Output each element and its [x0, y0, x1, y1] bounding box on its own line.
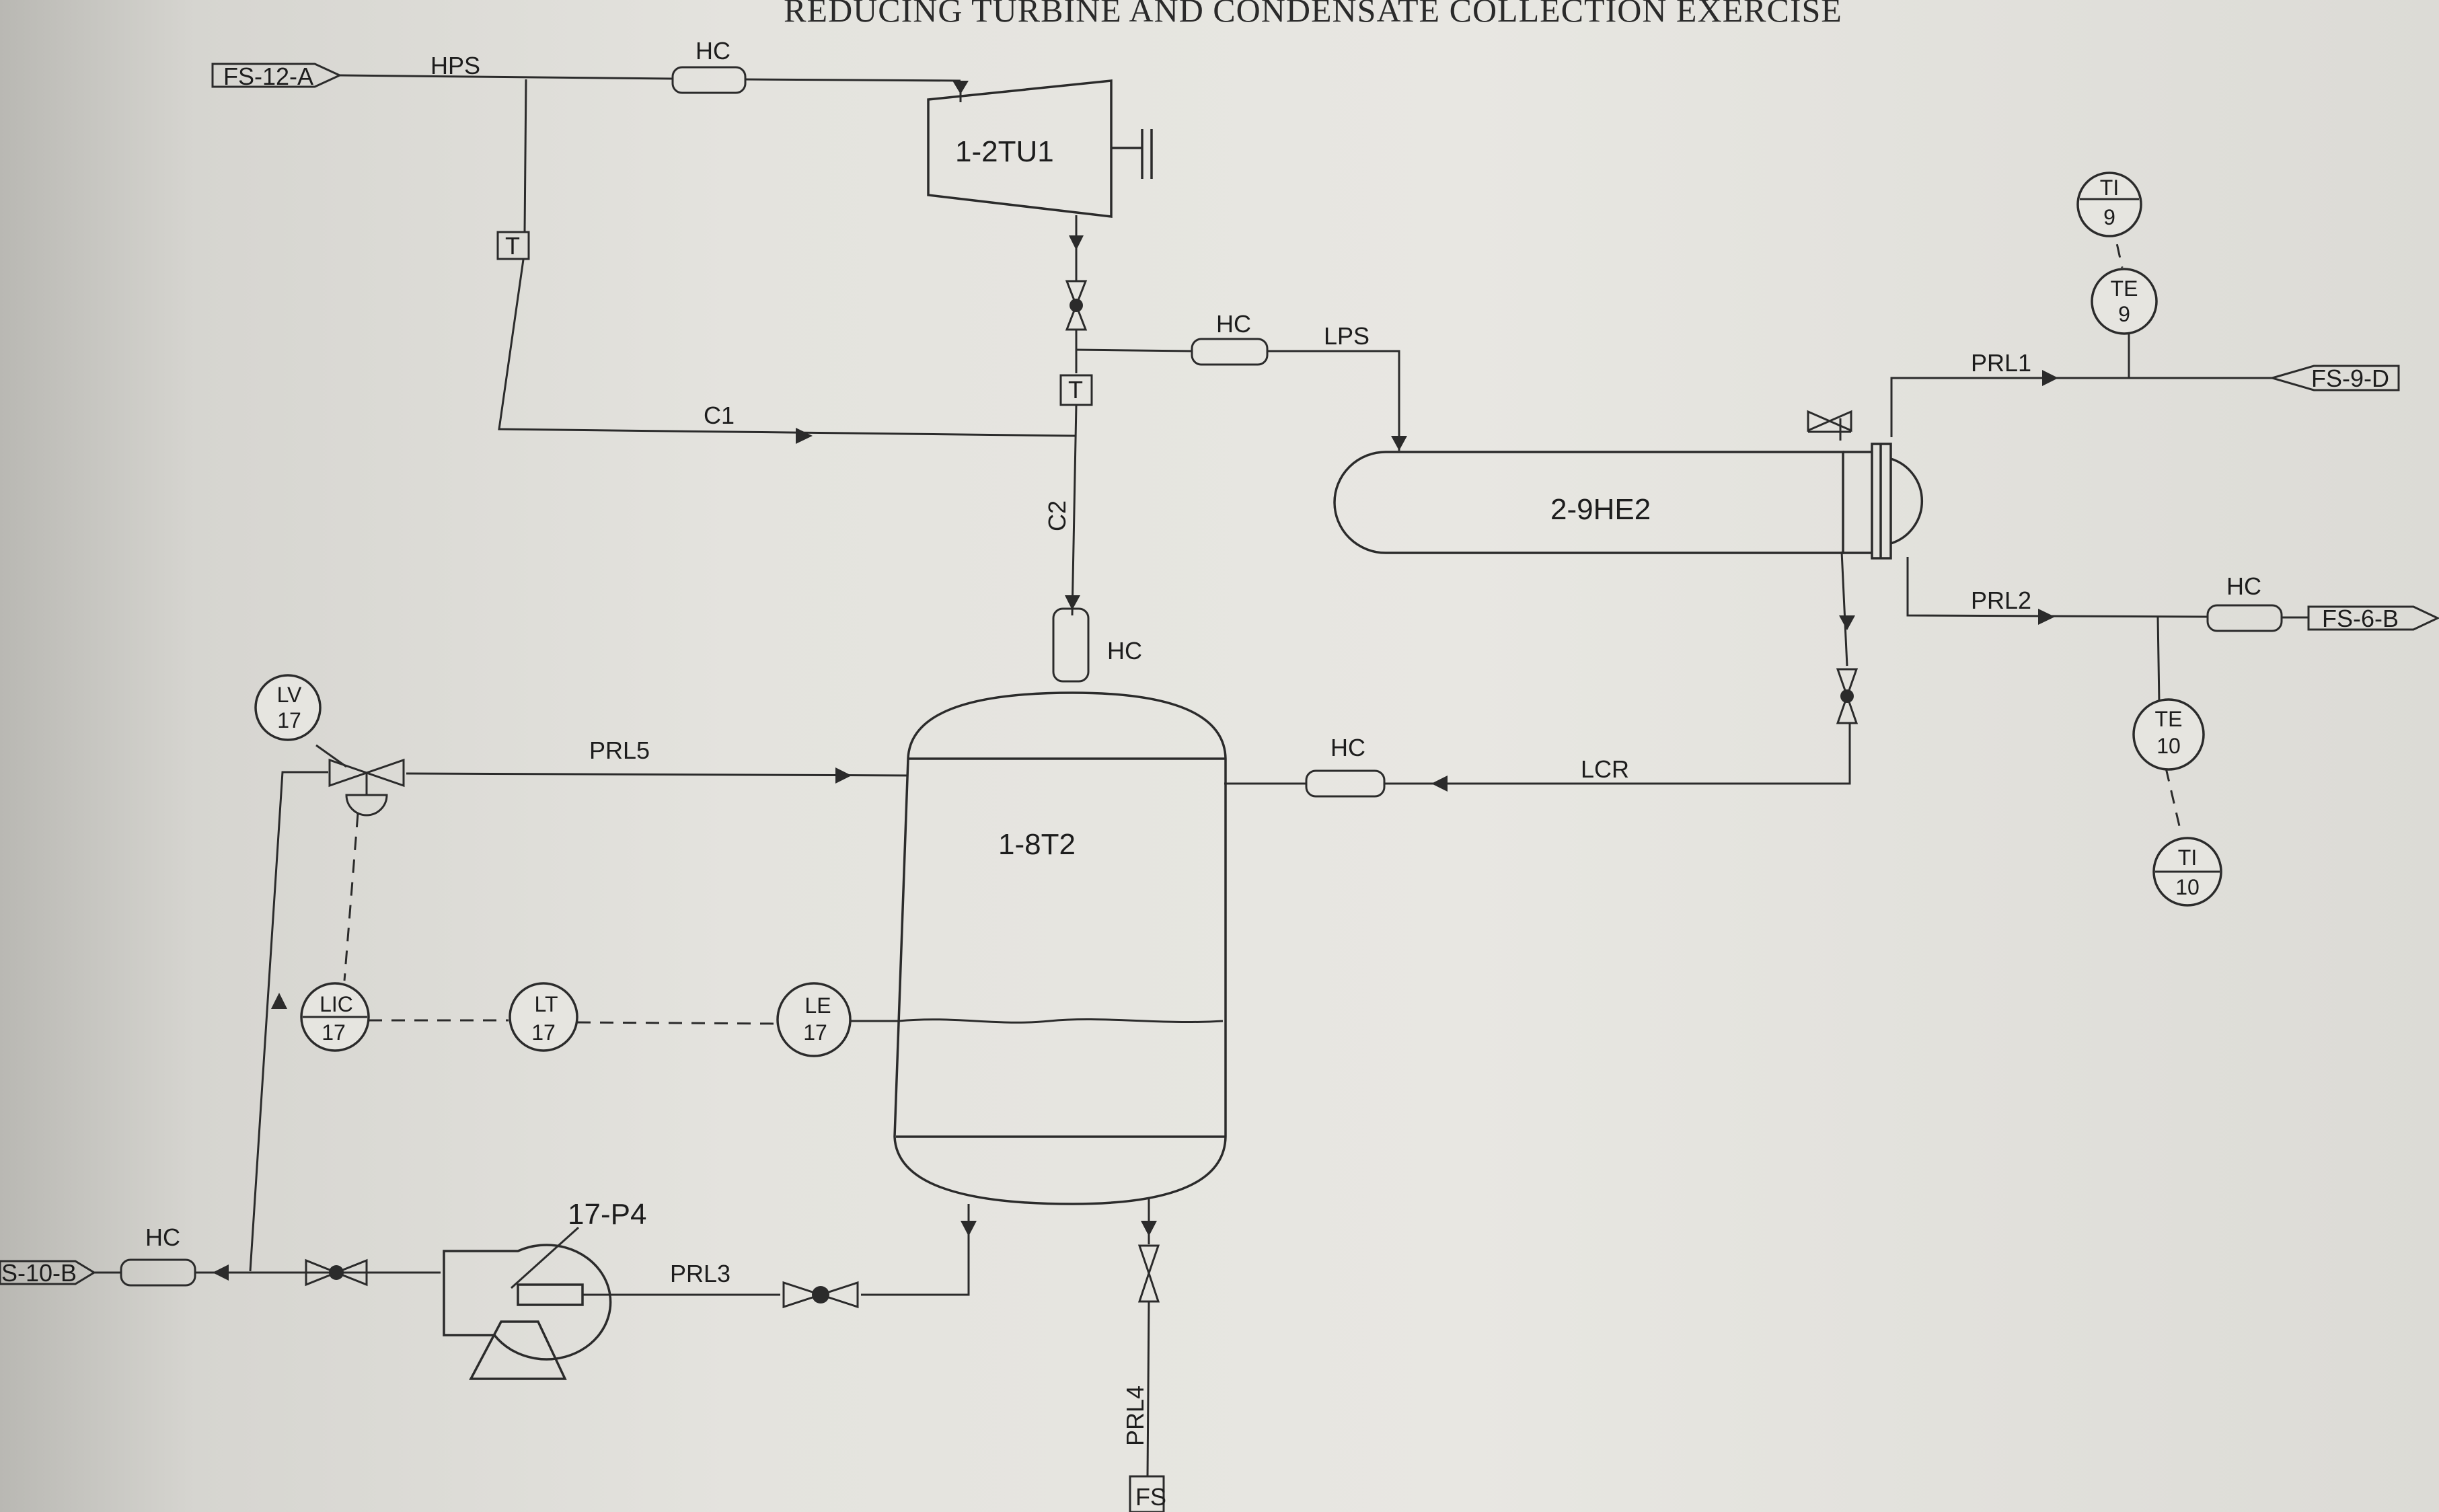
instrument-ti-9[interactable]: TI 9 — [2076, 172, 2142, 237]
insulation-hc-prl2: HC — [2206, 572, 2283, 632]
tank-1-8t2[interactable]: 1-8T2 — [893, 691, 1227, 1205]
instrument-le-17-num: 17 — [803, 1020, 827, 1045]
line-prl4: PRL4 — [1121, 1197, 1157, 1477]
instrument-te-10-tag: TE — [2155, 707, 2183, 731]
insulation-hc-prl2-label: HC — [2226, 572, 2261, 600]
steam-trap-c1-label: T — [505, 232, 520, 260]
instrument-lt-17-num: 17 — [531, 1020, 556, 1045]
line-prl1-label: PRL1 — [1971, 349, 2031, 377]
line-lcr-label: LCR — [1581, 755, 1629, 783]
instrument-lic-17-tag: LIC — [320, 992, 353, 1016]
insulation-hc-lps-label: HC — [1216, 310, 1251, 338]
instrument-lic-17-num: 17 — [322, 1020, 346, 1045]
offpage-fs-6-b[interactable]: FS-6-B — [2307, 605, 2439, 632]
instrument-ti-9-tag: TI — [2100, 176, 2119, 200]
pump-label: 17-P4 — [568, 1198, 646, 1231]
instrument-te-10[interactable]: TE 10 — [2132, 698, 2205, 771]
instrument-ti-10-tag: TI — [2178, 845, 2197, 870]
instrument-ti-10[interactable]: TI 10 — [2152, 837, 2222, 907]
line-c1-label: C1 — [704, 402, 735, 429]
valve-pump-suction[interactable] — [782, 1281, 859, 1309]
offpage-fs-bottom-label: FS — [1135, 1483, 1166, 1511]
insulation-hc-lps: HC — [1191, 310, 1269, 366]
instrument-te-10-num: 10 — [2156, 734, 2181, 758]
instrument-lv-17[interactable]: LV 17 — [254, 674, 322, 741]
turbine-1-2tu1[interactable]: 1-2TU1 — [927, 79, 1153, 218]
instrument-te-9-num: 9 — [2118, 302, 2130, 326]
valve-prl4-drain[interactable] — [1137, 1244, 1160, 1303]
instrument-te-9-tag: TE — [2111, 276, 2138, 301]
instrument-lv-17-tag: LV — [277, 683, 302, 707]
line-pump-discharge — [195, 1264, 441, 1281]
valve-turbine-exhaust[interactable] — [1065, 280, 1088, 331]
steam-trap-c2[interactable]: T — [1059, 374, 1093, 406]
line-prl5-label: PRL5 — [589, 736, 650, 764]
heat-exchanger-2-9he2[interactable]: 2-9HE2 — [1333, 443, 1923, 560]
offpage-s-10-b[interactable]: S-10-B — [0, 1259, 96, 1287]
line-prl5: PRL5 — [406, 736, 909, 784]
offpage-fs-bottom[interactable]: FS — [1129, 1475, 1166, 1512]
line-lps: LPS — [1076, 322, 1407, 451]
instrument-lv-17-num: 17 — [277, 708, 301, 732]
offpage-fs-6-b-label: FS-6-B — [2322, 605, 2399, 632]
instrument-lt-17[interactable]: LT 17 — [509, 982, 578, 1052]
instrument-lic-17[interactable]: LIC 17 — [300, 982, 370, 1052]
instrument-ti-10-num: 10 — [2175, 875, 2200, 899]
steam-trap-c1[interactable]: T — [496, 231, 530, 260]
offpage-fs-9-d[interactable]: FS-9-D — [2268, 365, 2400, 392]
line-hps-label: HPS — [430, 52, 480, 79]
heat-exchanger-label: 2-9HE2 — [1550, 493, 1651, 526]
insulation-hc-c2: HC — [1052, 607, 1142, 683]
instrument-ti-9-num: 9 — [2103, 205, 2115, 229]
insulation-hc-s10b: HC — [120, 1223, 196, 1287]
tank-label: 1-8T2 — [998, 828, 1076, 861]
insulation-hc-hps: HC — [671, 37, 747, 94]
valve-lcr[interactable] — [1836, 668, 1859, 724]
line-prl2-label: PRL2 — [1971, 587, 2031, 614]
line-lcr: LCR — [1224, 418, 1855, 792]
instrument-te-9[interactable]: TE 9 — [2091, 268, 2158, 335]
offpage-fs-12-a[interactable]: FS-12-A — [211, 63, 342, 90]
signal-lines — [343, 221, 2181, 1025]
insulation-hc-lcr: HC — [1305, 734, 1386, 798]
level-control-valve-lv17[interactable] — [315, 744, 405, 817]
line-c1: C1 — [498, 79, 1077, 444]
insulation-hc-c2-label: HC — [1107, 637, 1142, 665]
page-title: REDUCING TURBINE AND CONDENSATE COLLECTI… — [784, 0, 1842, 29]
line-prl1: PRL1 — [1890, 326, 2272, 437]
line-turbine-exhaust: C2 — [1043, 215, 1084, 616]
instrument-le-17[interactable]: LE 17 — [776, 982, 852, 1057]
line-prl3-label: PRL3 — [670, 1260, 730, 1287]
instrument-lt-17-tag: LT — [535, 992, 558, 1016]
line-hps: HPS — [339, 52, 969, 102]
insulation-hc-s10b-label: HC — [145, 1223, 180, 1251]
insulation-hc-lcr-label: HC — [1330, 734, 1365, 761]
relief-valve-exchanger[interactable] — [1807, 410, 1852, 433]
line-prl4-label: PRL4 — [1121, 1386, 1149, 1446]
line-prl3: PRL3 — [582, 1204, 977, 1296]
offpage-fs-9-d-label: FS-9-D — [2311, 365, 2389, 392]
offpage-fs-12-a-label: FS-12-A — [223, 63, 313, 90]
pump-17-p4[interactable]: 17-P4 — [443, 1198, 646, 1380]
turbine-label: 1-2TU1 — [955, 135, 1054, 168]
line-lps-label: LPS — [1324, 322, 1369, 350]
offpage-s-10-b-label: S-10-B — [1, 1259, 77, 1287]
line-prl2: PRL2 — [1906, 557, 2309, 704]
instrument-le-17-tag: LE — [804, 993, 831, 1018]
line-c2-label: C2 — [1043, 500, 1071, 531]
line-recirc — [249, 771, 328, 1272]
valve-pump-discharge[interactable] — [305, 1258, 368, 1287]
insulation-hc-hps-label: HC — [696, 37, 730, 65]
steam-trap-c2-label: T — [1068, 376, 1083, 404]
